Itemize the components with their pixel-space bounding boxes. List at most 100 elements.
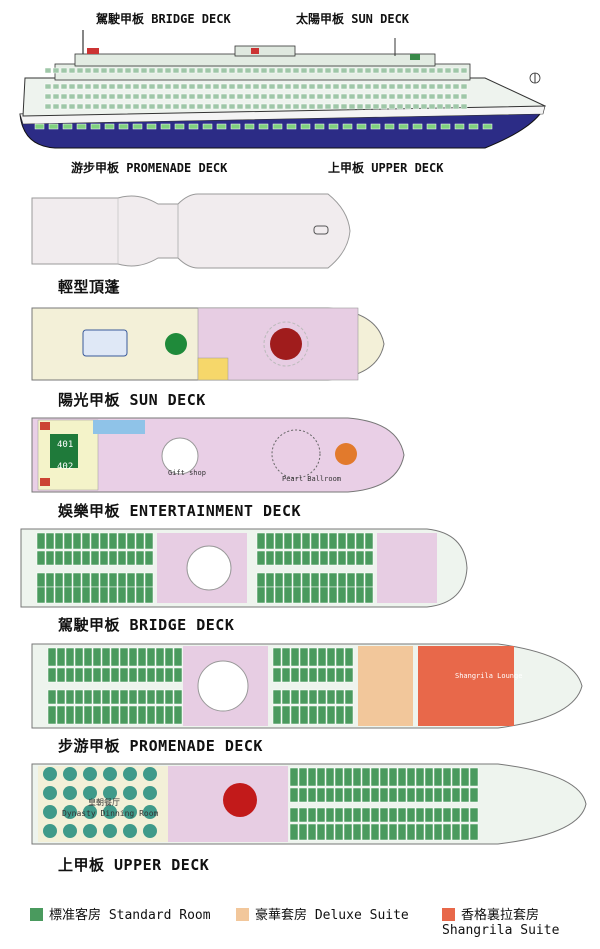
window	[332, 93, 340, 100]
standard-room	[299, 667, 309, 683]
window	[332, 103, 340, 110]
standard-room	[364, 572, 374, 588]
standard-room	[108, 572, 118, 588]
standard-room	[146, 705, 156, 725]
window	[340, 93, 348, 100]
window	[100, 83, 108, 90]
standard-room	[274, 586, 284, 604]
standard-room	[301, 550, 311, 566]
window	[404, 93, 412, 100]
standard-room	[274, 572, 284, 588]
standard-room	[272, 667, 282, 683]
standard-room	[110, 689, 120, 705]
standard-room	[36, 550, 46, 566]
window	[356, 83, 364, 90]
window	[428, 67, 436, 74]
window	[276, 103, 284, 110]
window	[180, 67, 188, 74]
standard-room	[388, 807, 398, 823]
window	[100, 93, 108, 100]
standard-room	[173, 689, 183, 705]
window	[124, 83, 132, 90]
standard-room	[328, 586, 338, 604]
standard-room	[379, 787, 389, 803]
standard-room	[265, 586, 275, 604]
window	[452, 93, 460, 100]
standard-room	[298, 787, 308, 803]
legend-label-shangrila-en: Shangrila Suite	[442, 923, 560, 938]
legend-label-standard: 標准客房 Standard Room	[49, 908, 211, 923]
window	[364, 83, 372, 90]
standard-room	[317, 705, 327, 725]
standard-room	[45, 550, 55, 566]
legend: 標准客房 Standard Room 豪華套房 Deluxe Suite 香格裏…	[30, 900, 590, 944]
window	[436, 93, 444, 100]
standard-room	[316, 823, 326, 841]
hull-window	[90, 123, 101, 130]
standard-room	[364, 550, 374, 566]
standard-room	[63, 532, 73, 550]
standard-room	[310, 532, 320, 550]
window	[356, 103, 364, 110]
window	[372, 67, 380, 74]
standard-room	[415, 787, 425, 803]
window	[172, 67, 180, 74]
standard-room	[301, 572, 311, 588]
standard-room	[316, 787, 326, 803]
deck-label-upper: 上甲板 UPPER DECK	[58, 856, 210, 874]
standard-room	[54, 572, 64, 588]
window	[380, 67, 388, 74]
window	[140, 83, 148, 90]
standard-room	[319, 532, 329, 550]
window	[100, 103, 108, 110]
window	[284, 83, 292, 90]
standard-room	[346, 532, 356, 550]
standard-room	[344, 667, 354, 683]
window	[276, 83, 284, 90]
legend-label-deluxe: 豪華套房 Deluxe Suite	[255, 908, 409, 923]
standard-room	[310, 586, 320, 604]
window	[308, 67, 316, 74]
standard-room	[335, 705, 345, 725]
hull-window	[482, 123, 493, 130]
window	[260, 103, 268, 110]
standard-room	[47, 667, 57, 683]
window	[204, 67, 212, 74]
standard-room	[388, 823, 398, 841]
standard-room	[415, 767, 425, 787]
standard-room	[81, 550, 91, 566]
standard-room	[424, 823, 434, 841]
upper-deck-plan	[28, 760, 588, 848]
standard-room	[319, 550, 329, 566]
canopy-deck-plan	[28, 190, 353, 272]
standard-room	[117, 532, 127, 550]
standard-room	[326, 647, 336, 667]
window	[420, 67, 428, 74]
standard-room	[335, 667, 345, 683]
standard-room	[256, 586, 266, 604]
standard-room	[451, 787, 461, 803]
window	[52, 83, 60, 90]
window	[60, 93, 68, 100]
window	[60, 83, 68, 90]
window	[348, 67, 356, 74]
standard-room	[451, 767, 461, 787]
bridge-deck-plan	[17, 525, 469, 611]
window	[300, 67, 308, 74]
standard-room	[334, 787, 344, 803]
standard-room	[325, 823, 335, 841]
standard-room	[355, 572, 365, 588]
window	[292, 83, 300, 90]
window	[220, 103, 228, 110]
standard-room	[292, 532, 302, 550]
window	[108, 93, 116, 100]
window	[324, 83, 332, 90]
standard-room	[36, 586, 46, 604]
standard-room	[319, 572, 329, 588]
standard-room	[307, 767, 317, 787]
window	[420, 103, 428, 110]
window	[228, 93, 236, 100]
dining-table	[123, 805, 137, 819]
standard-room	[337, 572, 347, 588]
window	[460, 67, 468, 74]
